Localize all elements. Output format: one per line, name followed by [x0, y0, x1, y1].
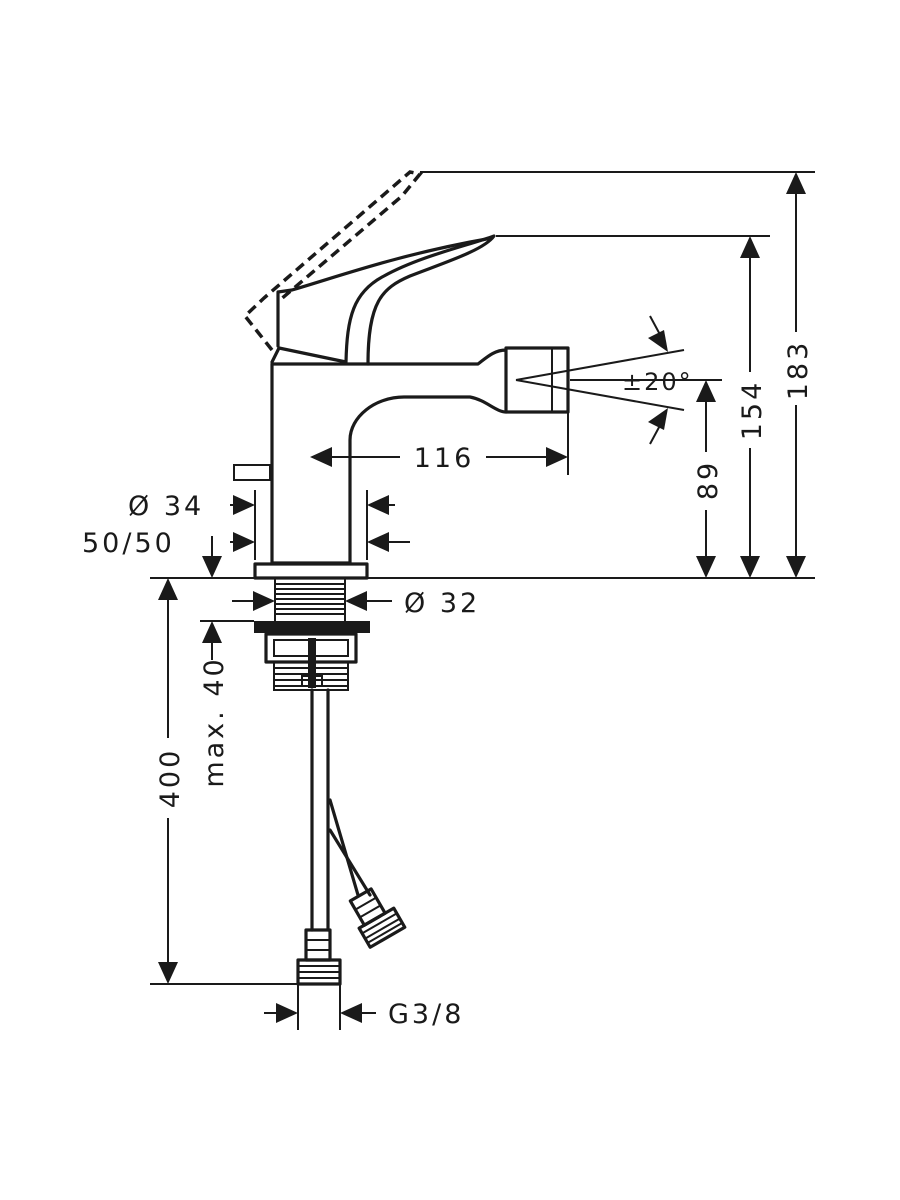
dimension-400: 400 [155, 578, 186, 984]
lever-open-position [242, 170, 424, 352]
dimension-base-diameter-label: Ø 32 [404, 588, 480, 619]
dimension-89-label: 89 [693, 460, 724, 500]
dimension-thread: G3/8 [264, 999, 464, 1030]
dimension-89: 89 [693, 380, 724, 578]
dimension-116: 116 [310, 443, 568, 474]
dimension-183: 183 [783, 172, 814, 578]
dimension-max-thickness-label: max. 40 [199, 656, 230, 787]
dimension-pop-up-label: 50/50 [82, 528, 175, 559]
reference-lines [150, 171, 815, 1030]
dimension-spray-angle-label: ±20° [622, 368, 693, 396]
dimension-154-label: 154 [737, 380, 768, 441]
dimension-116-label: 116 [414, 443, 475, 474]
dimension-pop-up: 50/50 [82, 528, 389, 578]
dimension-base-diameter: Ø 32 [232, 588, 480, 619]
dimension-183-label: 183 [783, 340, 814, 401]
dimension-body-diameter: Ø 34 [128, 491, 395, 522]
dimension-400-label: 400 [155, 748, 186, 809]
dimension-max-thickness: max. 40 [199, 621, 230, 788]
faucet-body [233, 234, 570, 580]
mounting-shank [254, 577, 370, 691]
dimension-thread-label: G3/8 [388, 999, 464, 1030]
dimension-body-diameter-label: Ø 34 [128, 491, 204, 522]
dimension-154: 154 [737, 236, 768, 578]
dimension-spray-angle: ±20° [515, 315, 693, 445]
supply-hoses [296, 688, 407, 986]
